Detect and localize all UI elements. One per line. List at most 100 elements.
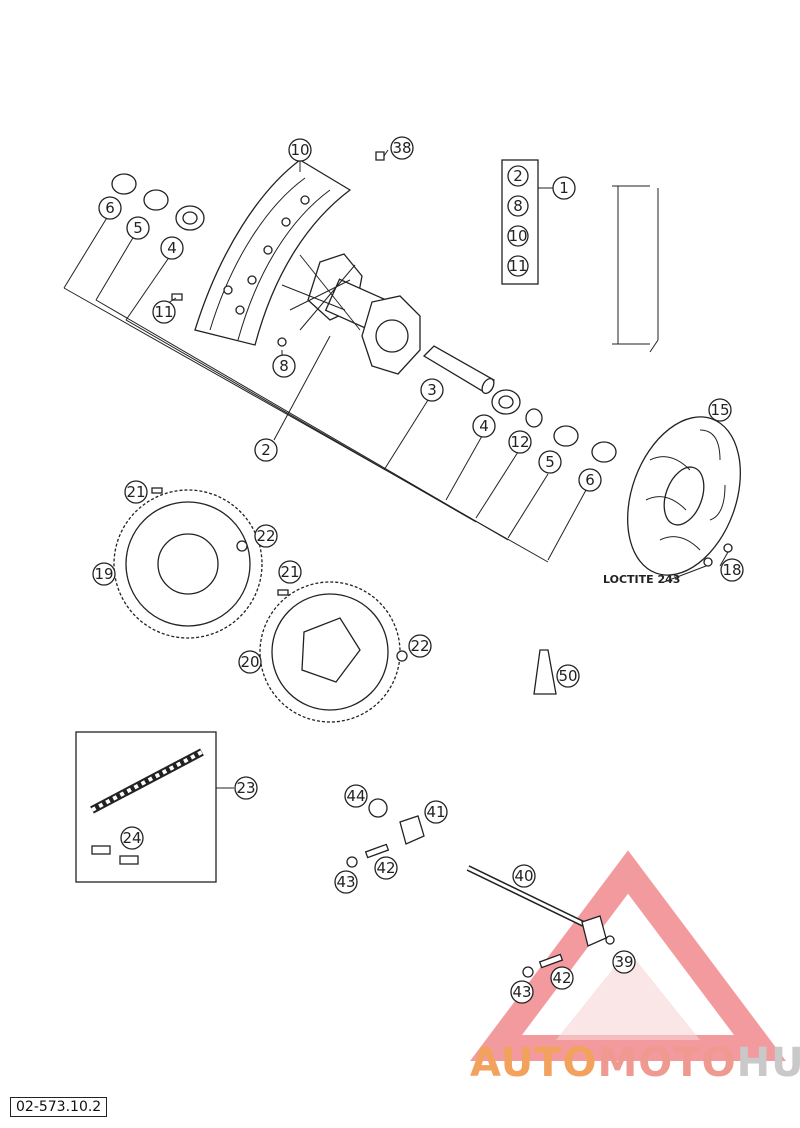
callout-number: 11	[508, 257, 527, 275]
callout-circle	[288, 138, 312, 162]
callout-39: 39	[612, 950, 636, 974]
callout-5-right: 5	[538, 450, 562, 474]
callout-41: 41	[424, 800, 448, 824]
callout-number: 23	[236, 779, 255, 797]
rim-segment	[194, 159, 352, 346]
callout-circle	[254, 438, 278, 462]
brake-disc	[627, 416, 741, 576]
axle-washer	[605, 935, 615, 945]
callout-number: 24	[122, 829, 141, 847]
left-bearing-stack	[111, 173, 205, 231]
callout-42-left: 42	[374, 856, 398, 880]
chain-master-link	[91, 845, 139, 865]
callout-number: 44	[346, 787, 365, 805]
callout-circle	[472, 414, 496, 438]
callout-15: 15	[708, 398, 732, 422]
callout-1: 1	[552, 176, 576, 200]
right-bearing-stack	[491, 389, 617, 463]
callout-number: 19	[94, 565, 113, 583]
valve-cap	[375, 151, 385, 161]
adjuster-bolt-right	[538, 953, 564, 969]
callout-6-right: 6	[578, 468, 602, 492]
callout-kit-11: 11	[507, 255, 529, 277]
callout-21-mid: 21	[278, 560, 302, 584]
callout-circle	[507, 255, 529, 277]
callout-circle	[92, 562, 116, 586]
callout-circle	[334, 870, 358, 894]
sprocket-bolt-top	[151, 487, 163, 494]
callout-4-left: 4	[160, 236, 184, 260]
watermark-part-3: HUB	[736, 1040, 800, 1086]
callout-42-right: 42	[550, 966, 574, 990]
callout-circle	[98, 196, 122, 220]
callout-number: 2	[261, 441, 271, 459]
callout-circle	[720, 558, 744, 582]
adjuster-nut-right	[522, 966, 534, 978]
leader-lines	[63, 149, 729, 583]
callout-40: 40	[512, 864, 536, 888]
callout-number: 21	[280, 563, 299, 581]
sprocket-large	[113, 489, 263, 639]
nipple-8	[277, 337, 287, 347]
rear-axle	[466, 865, 607, 947]
callout-number: 12	[510, 433, 529, 451]
callout-circle	[510, 980, 534, 1004]
callout-circle	[420, 378, 444, 402]
callout-number: 4	[167, 239, 177, 257]
callout-circle	[152, 300, 176, 324]
sprocket-bolt-mid	[277, 589, 289, 596]
callout-22-top: 22	[254, 524, 278, 548]
callout-circle	[390, 136, 414, 160]
callout-number: 10	[290, 141, 309, 159]
callout-circle	[234, 776, 258, 800]
watermark-part-2: MOTO	[597, 1040, 737, 1086]
callout-kit-2: 2	[507, 165, 529, 187]
callout-24: 24	[120, 826, 144, 850]
callout-22-mid: 22	[408, 634, 432, 658]
callout-kit-10: 10	[507, 225, 529, 247]
callout-number: 15	[710, 401, 729, 419]
callout-circle	[612, 950, 636, 974]
callout-circle	[556, 664, 580, 688]
callout-3: 3	[420, 378, 444, 402]
callout-number: 42	[376, 859, 395, 877]
callout-number: 21	[126, 483, 145, 501]
sprocket-nut-mid	[396, 650, 408, 662]
callout-circle	[508, 430, 532, 454]
callout-circle	[374, 856, 398, 880]
callout-number: 43	[336, 873, 355, 891]
callout-number: 20	[240, 653, 259, 671]
callout-number: 43	[512, 983, 531, 1001]
callout-circle	[507, 225, 529, 247]
callout-11-left: 11	[152, 300, 176, 324]
callout-number: 22	[410, 637, 429, 655]
disc-bolt	[703, 557, 713, 567]
chain-adjuster-cap	[368, 798, 388, 818]
callout-circle	[552, 176, 576, 200]
wheel-hub	[281, 253, 421, 375]
callout-circle	[344, 784, 368, 808]
callout-number: 6	[105, 199, 115, 217]
callout-number: 22	[256, 527, 275, 545]
spoke	[612, 185, 659, 353]
callout-38: 38	[390, 136, 414, 160]
grease-tube	[533, 649, 557, 695]
watermark-logo: AUTOMOTOHUB	[470, 1040, 800, 1086]
callout-circle	[512, 864, 536, 888]
callout-2: 2	[254, 438, 278, 462]
callout-19: 19	[92, 562, 116, 586]
adjuster-nut-left	[346, 856, 358, 868]
callout-number: 3	[427, 381, 437, 399]
callout-5-left: 5	[126, 216, 150, 240]
adjuster-bolt-left	[364, 843, 390, 859]
callout-number: 5	[545, 453, 555, 471]
callout-circle	[272, 354, 296, 378]
callout-18: 18	[720, 558, 744, 582]
watermark-part-1: AUTO	[470, 1040, 598, 1086]
sprocket-medium	[259, 581, 401, 723]
callout-23: 23	[234, 776, 258, 800]
callout-number: 2	[513, 167, 523, 185]
callout-10-rim: 10	[288, 138, 312, 162]
callout-44: 44	[344, 784, 368, 808]
